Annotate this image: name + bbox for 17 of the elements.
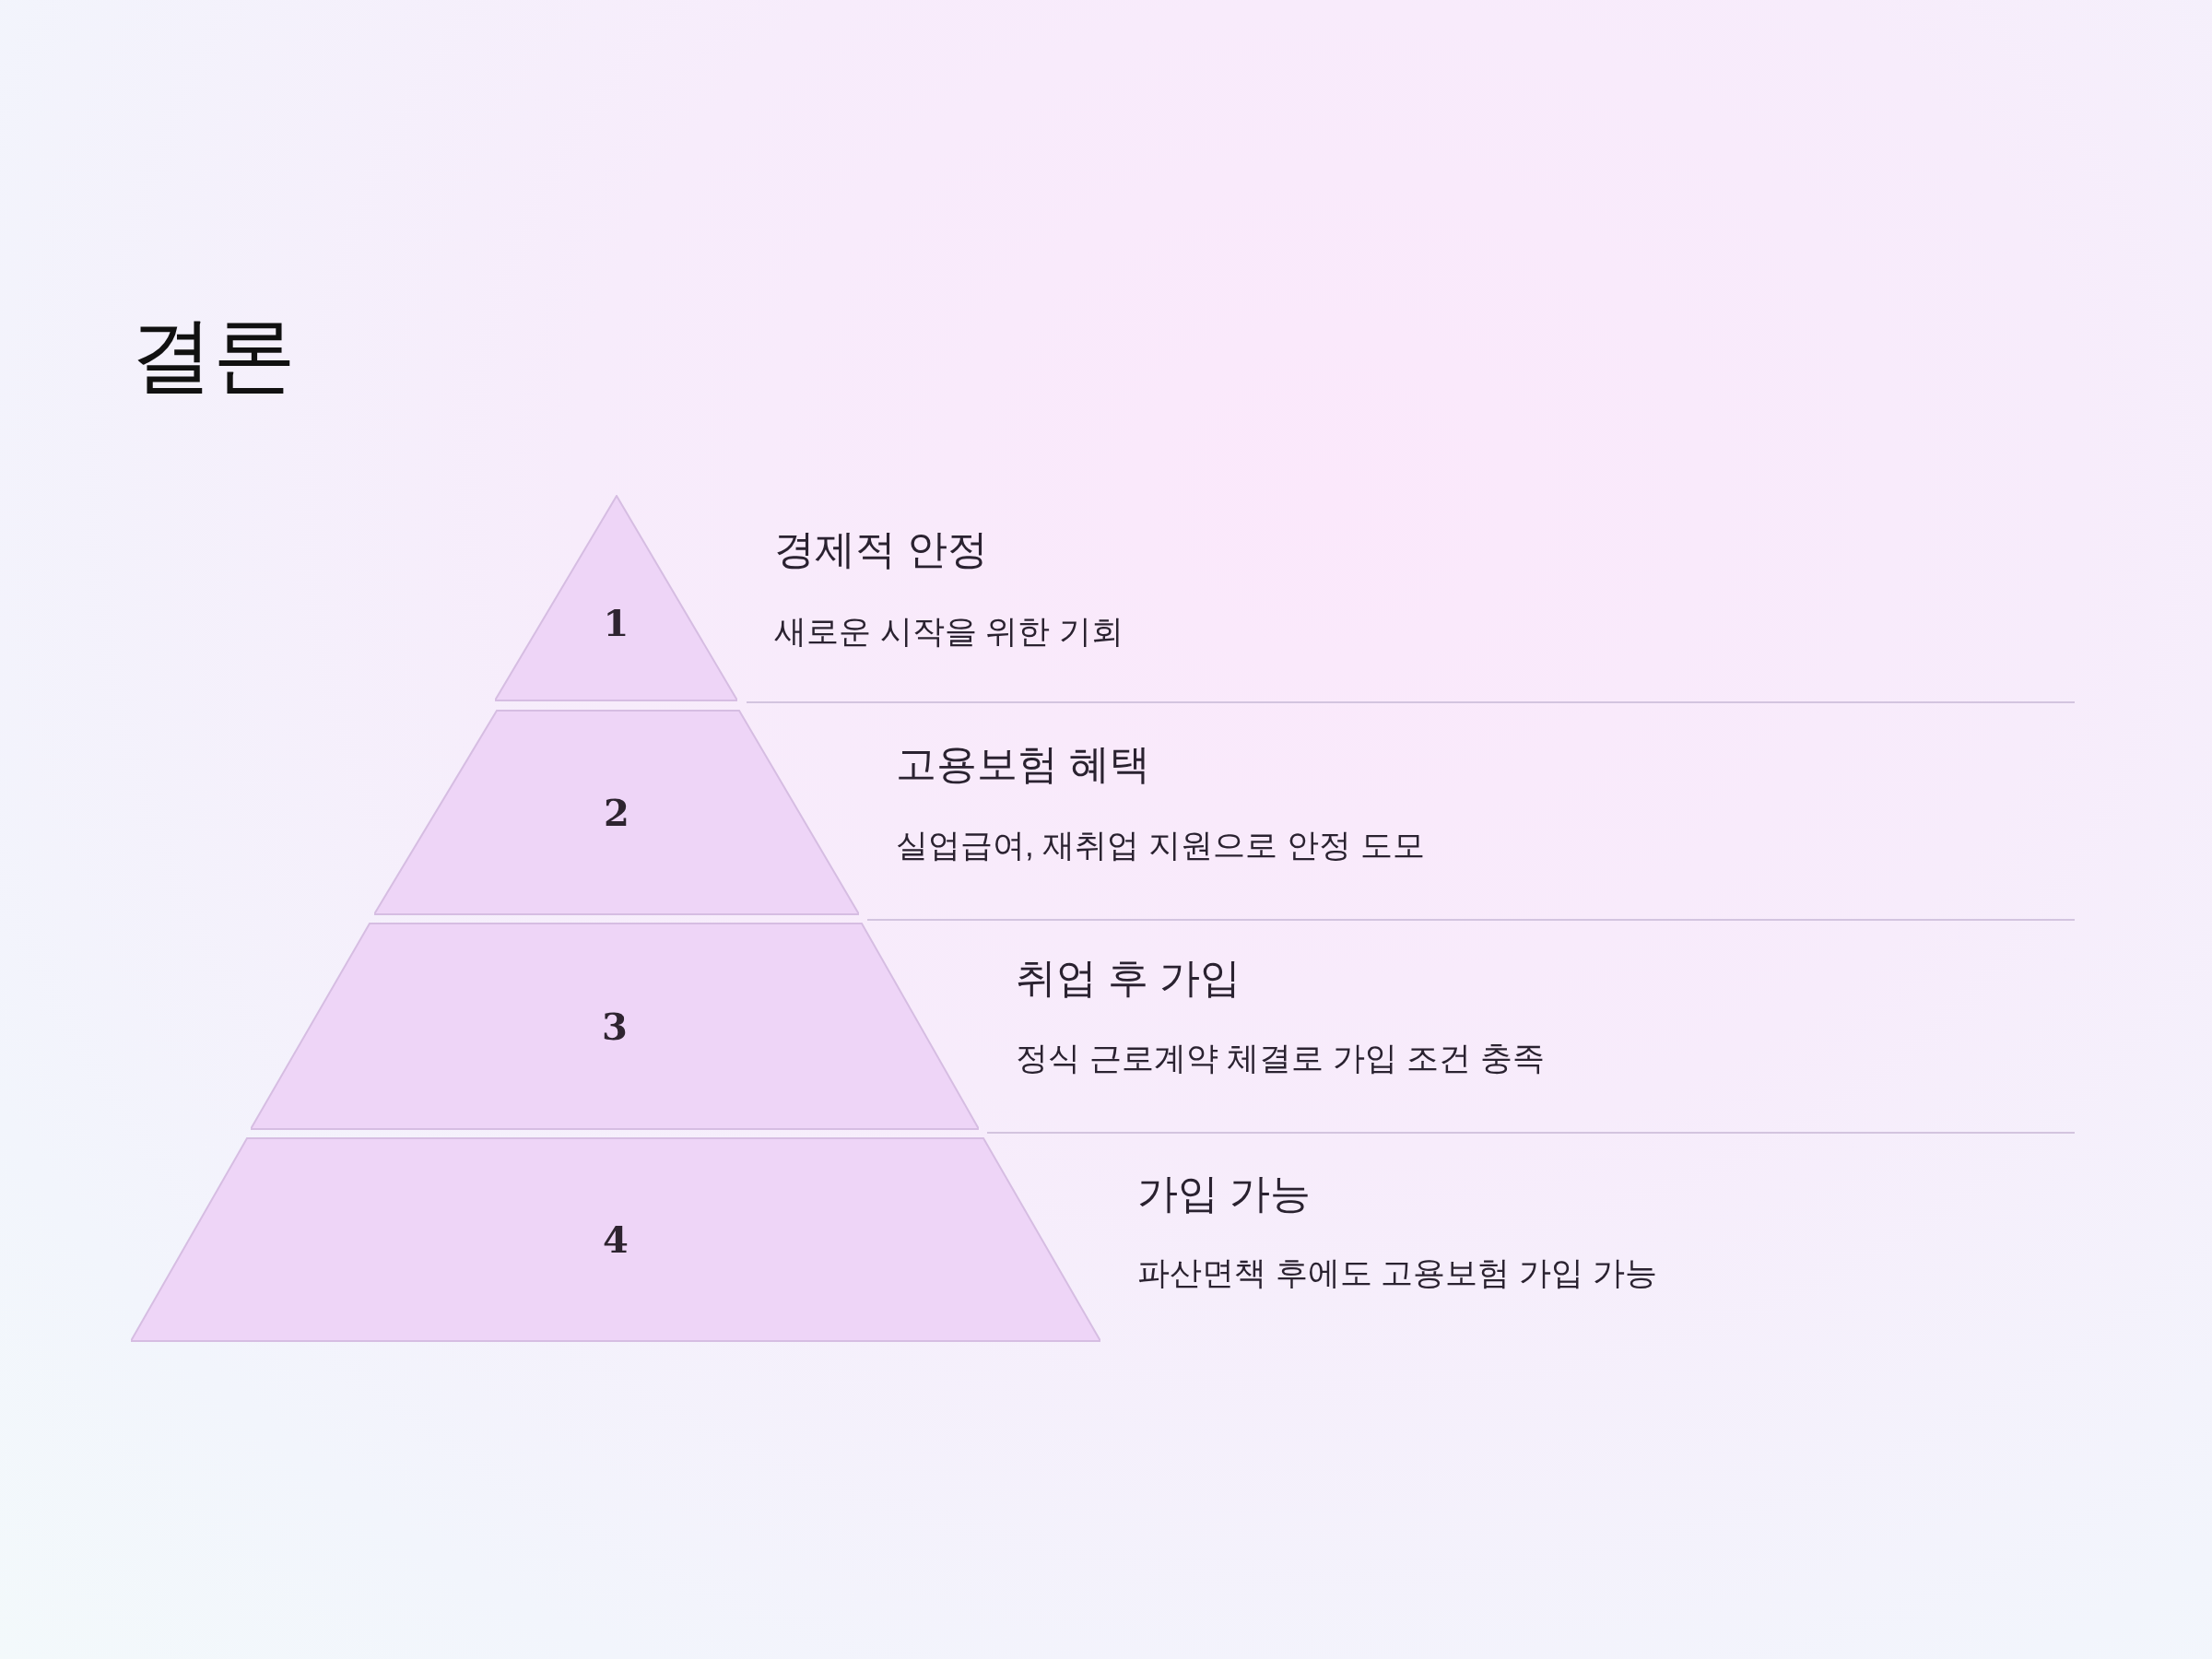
pyramid-level [251, 923, 979, 1130]
level-number: 1 [602, 604, 630, 641]
pyramid-level [374, 710, 859, 915]
level-number: 4 [602, 1221, 629, 1258]
pyramid-level [495, 495, 737, 701]
level-description: 파산면책 후에도 고용보험 가입 가능 [1137, 1256, 1657, 1288]
level-number: 3 [601, 1007, 629, 1045]
level-description: 실업급여, 재취업 지원으로 안정 도모 [896, 829, 1425, 861]
level-description: 새로운 시작을 위한 기회 [774, 615, 1124, 647]
pyramid-level [131, 1137, 1100, 1342]
level-heading: 고용보험 혜택 [896, 744, 1151, 784]
level-heading: 가입 가능 [1137, 1173, 1312, 1214]
level-heading: 취업 후 가입 [1016, 958, 1241, 998]
level-heading: 경제적 안정 [774, 529, 989, 570]
level-number: 2 [603, 794, 630, 831]
slide-title: 결론 [130, 313, 296, 396]
level-description: 정식 근로계약 체결로 가입 조건 충족 [1016, 1041, 1545, 1074]
